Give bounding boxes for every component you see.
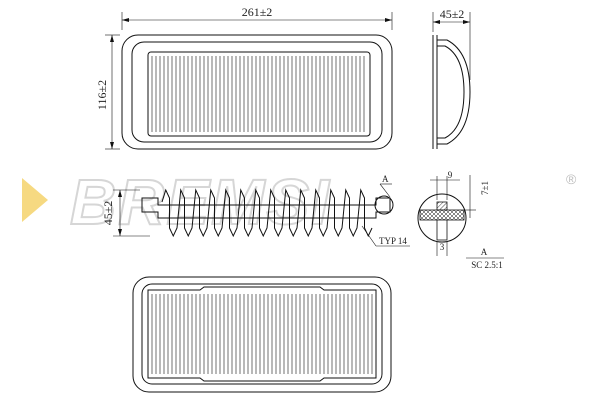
side-view-profile bbox=[437, 39, 471, 145]
dim-detail-base: 3 bbox=[440, 242, 445, 252]
arrowhead-icon bbox=[118, 190, 122, 197]
arrowhead-icon bbox=[463, 20, 470, 24]
arrowhead-icon bbox=[118, 229, 122, 236]
dim-top-width: 261±2 bbox=[242, 5, 273, 19]
detail-marker-label: A bbox=[382, 174, 389, 184]
dim-detail-height: 7±1 bbox=[480, 181, 490, 195]
top-view-pleats bbox=[151, 56, 365, 132]
leader-line bbox=[361, 225, 377, 247]
dim-side-depth: 45±2 bbox=[440, 7, 465, 21]
dim-detail-width: 9 bbox=[448, 170, 453, 180]
dim-top-height: 116±2 bbox=[95, 80, 109, 110]
side-view: 45±2 bbox=[432, 7, 471, 149]
detail-circle bbox=[417, 193, 467, 243]
side-view-inner-profile bbox=[437, 45, 465, 139]
detail-ref-label: A bbox=[481, 247, 488, 257]
section-pleats bbox=[161, 188, 373, 238]
bottom-view-outer-frame bbox=[132, 276, 392, 393]
watermark-arrow-icon bbox=[22, 178, 48, 222]
bottom-view-media-border bbox=[147, 286, 377, 382]
arrowhead-icon bbox=[385, 18, 392, 22]
dim-section-height: 45±2 bbox=[101, 201, 115, 226]
arrowhead-icon bbox=[122, 18, 129, 22]
leader-line bbox=[379, 183, 391, 198]
detail-gasket bbox=[436, 201, 448, 211]
detail-a-view: 9 7±1 3 A SC 2.5:1 bbox=[417, 170, 504, 270]
watermark-registered: ® bbox=[566, 171, 577, 187]
detail-seal-section bbox=[419, 209, 465, 221]
arrowhead-icon bbox=[433, 20, 440, 24]
arrowhead-icon bbox=[110, 35, 114, 42]
top-view-inner-frame bbox=[131, 41, 383, 143]
top-view-outer-frame bbox=[121, 34, 393, 150]
detail-frame-rib bbox=[436, 219, 448, 241]
bottom-view-pleats bbox=[151, 294, 373, 374]
top-view: 261±2 116±2 bbox=[95, 5, 393, 150]
bottom-view-inner-frame bbox=[141, 283, 383, 385]
top-view-media-border bbox=[147, 51, 371, 137]
pleat-profile bbox=[161, 188, 373, 238]
arrowhead-icon bbox=[110, 142, 114, 149]
detail-marker-circle bbox=[374, 195, 394, 215]
section-view: 45±2 A TYP 14 bbox=[101, 174, 410, 247]
bottom-view bbox=[132, 276, 392, 393]
detail-scale-label: SC 2.5:1 bbox=[471, 260, 503, 270]
pleat-count-label: TYP 14 bbox=[379, 236, 407, 246]
